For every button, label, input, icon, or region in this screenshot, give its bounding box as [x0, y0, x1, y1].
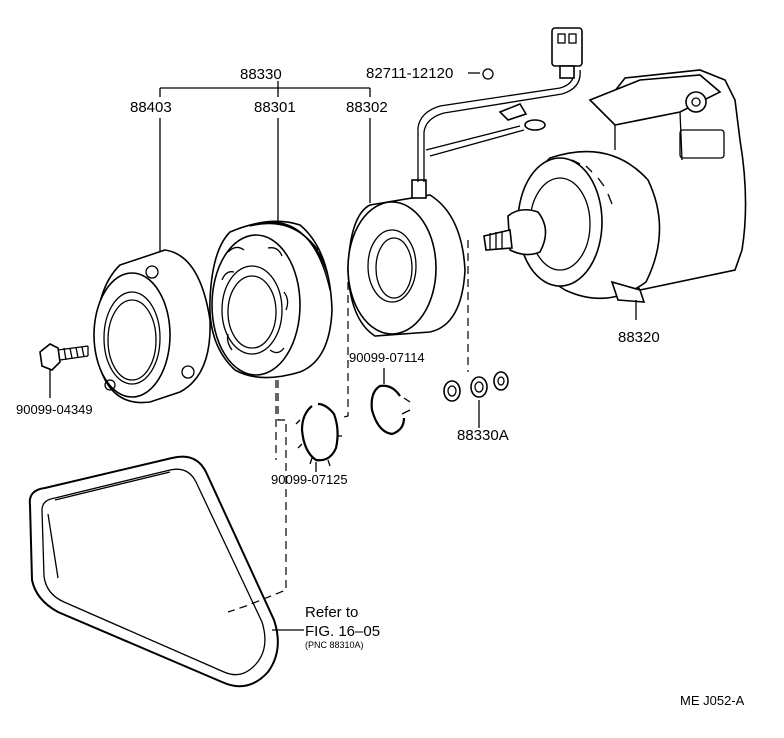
label-connector: 82711-12120 — [366, 65, 453, 82]
alignment-lines — [227, 240, 469, 613]
pulley — [209, 220, 333, 379]
label-snap-ring-small: 90099-07114 — [349, 350, 425, 365]
stator-coil — [347, 179, 466, 337]
shims — [443, 371, 509, 428]
label-pulley: 88301 — [254, 99, 296, 116]
label-stator: 88302 — [346, 99, 388, 116]
reference-line-1: Refer to — [305, 604, 358, 621]
snap-ring-small — [370, 368, 411, 436]
label-pressure-plate: 88403 — [130, 99, 172, 116]
figure-code: ME J052-A — [680, 693, 745, 708]
label-shims: 88330A — [457, 427, 509, 444]
clutch-bracket — [159, 81, 371, 260]
reference-line-3: (PNC 88310A) — [305, 640, 364, 650]
snap-ring-large — [295, 402, 342, 472]
reference-line-2: FIG. 16–05 — [305, 623, 380, 640]
label-snap-ring-large: 90099-07125 — [271, 472, 348, 487]
compressor — [483, 69, 747, 320]
label-compressor: 88320 — [618, 329, 660, 346]
label-bolt: 90099-04349 — [16, 402, 93, 417]
bolt — [39, 343, 89, 398]
wire-harness — [417, 27, 583, 182]
label-clutch-assembly: 88330 — [240, 66, 282, 83]
pressure-plate — [93, 249, 211, 404]
drive-belt — [28, 455, 279, 688]
